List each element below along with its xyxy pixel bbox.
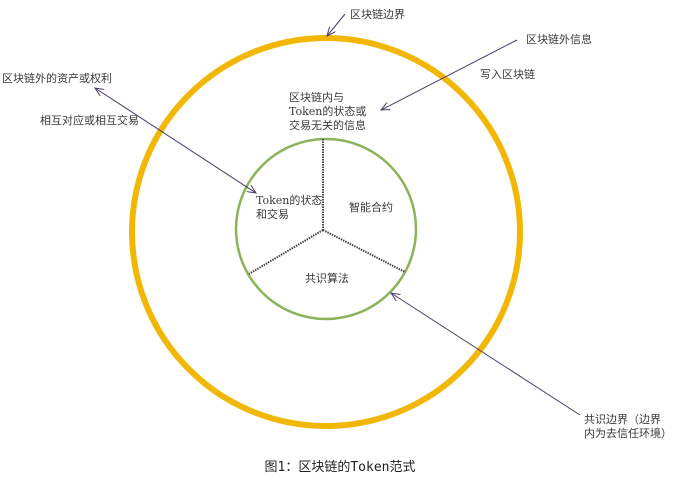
inner-consensus-circle <box>234 137 418 321</box>
label-mutual-mapping: 相互对应或相互交易 <box>40 114 139 127</box>
divider-left <box>248 229 324 275</box>
divider-right <box>322 229 406 273</box>
figure-caption: 图1：区块链的Token范式 <box>264 460 416 475</box>
label-offchain-info: 区块链外信息 <box>526 33 592 46</box>
segment-consensus-algorithm: 共识算法 <box>305 272 349 285</box>
label-blockchain-boundary: 区块链边界 <box>350 8 405 21</box>
outer-blockchain-ring <box>129 35 523 429</box>
segment-smart-contract: 智能合约 <box>349 201 393 214</box>
label-write-to-chain: 写入区块链 <box>480 68 535 81</box>
label-offchain-assets: 区块链外的资产或权利 <box>2 72 112 85</box>
arrow-asset-mapping <box>95 88 256 193</box>
label-consensus-boundary: 共识边界（边界 内为去信任环境） <box>584 413 672 440</box>
arrow-consensus-boundary <box>391 293 581 416</box>
arrow-offchain-info <box>381 39 518 110</box>
label-ring-zone-info: 区块链内与 Token的状态或 交易无关的信息 <box>289 91 367 132</box>
segment-token-state: Token的状态 和交易 <box>256 194 323 221</box>
arrow-blockchain-boundary <box>327 13 346 36</box>
